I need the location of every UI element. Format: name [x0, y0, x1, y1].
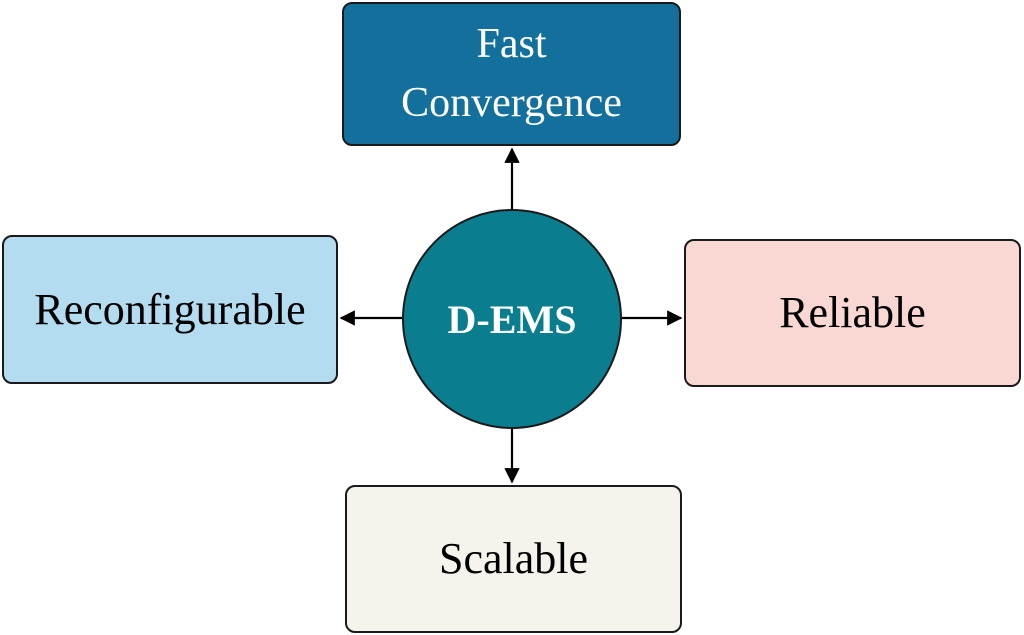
- scalable-node: Scalable: [345, 485, 682, 633]
- fast-convergence-node: Fast Convergence: [342, 2, 681, 146]
- scalable-label: Scalable: [438, 534, 589, 584]
- reliable-node: Reliable: [684, 239, 1021, 387]
- reliable-label: Reliable: [779, 288, 926, 338]
- d-ems-hub: D-EMS: [402, 209, 622, 429]
- reconfigurable-node: Reconfigurable: [2, 235, 338, 384]
- fast-convergence-label: Fast Convergence: [401, 21, 622, 126]
- reconfigurable-label: Reconfigurable: [34, 284, 306, 334]
- d-ems-label: D-EMS: [447, 296, 577, 342]
